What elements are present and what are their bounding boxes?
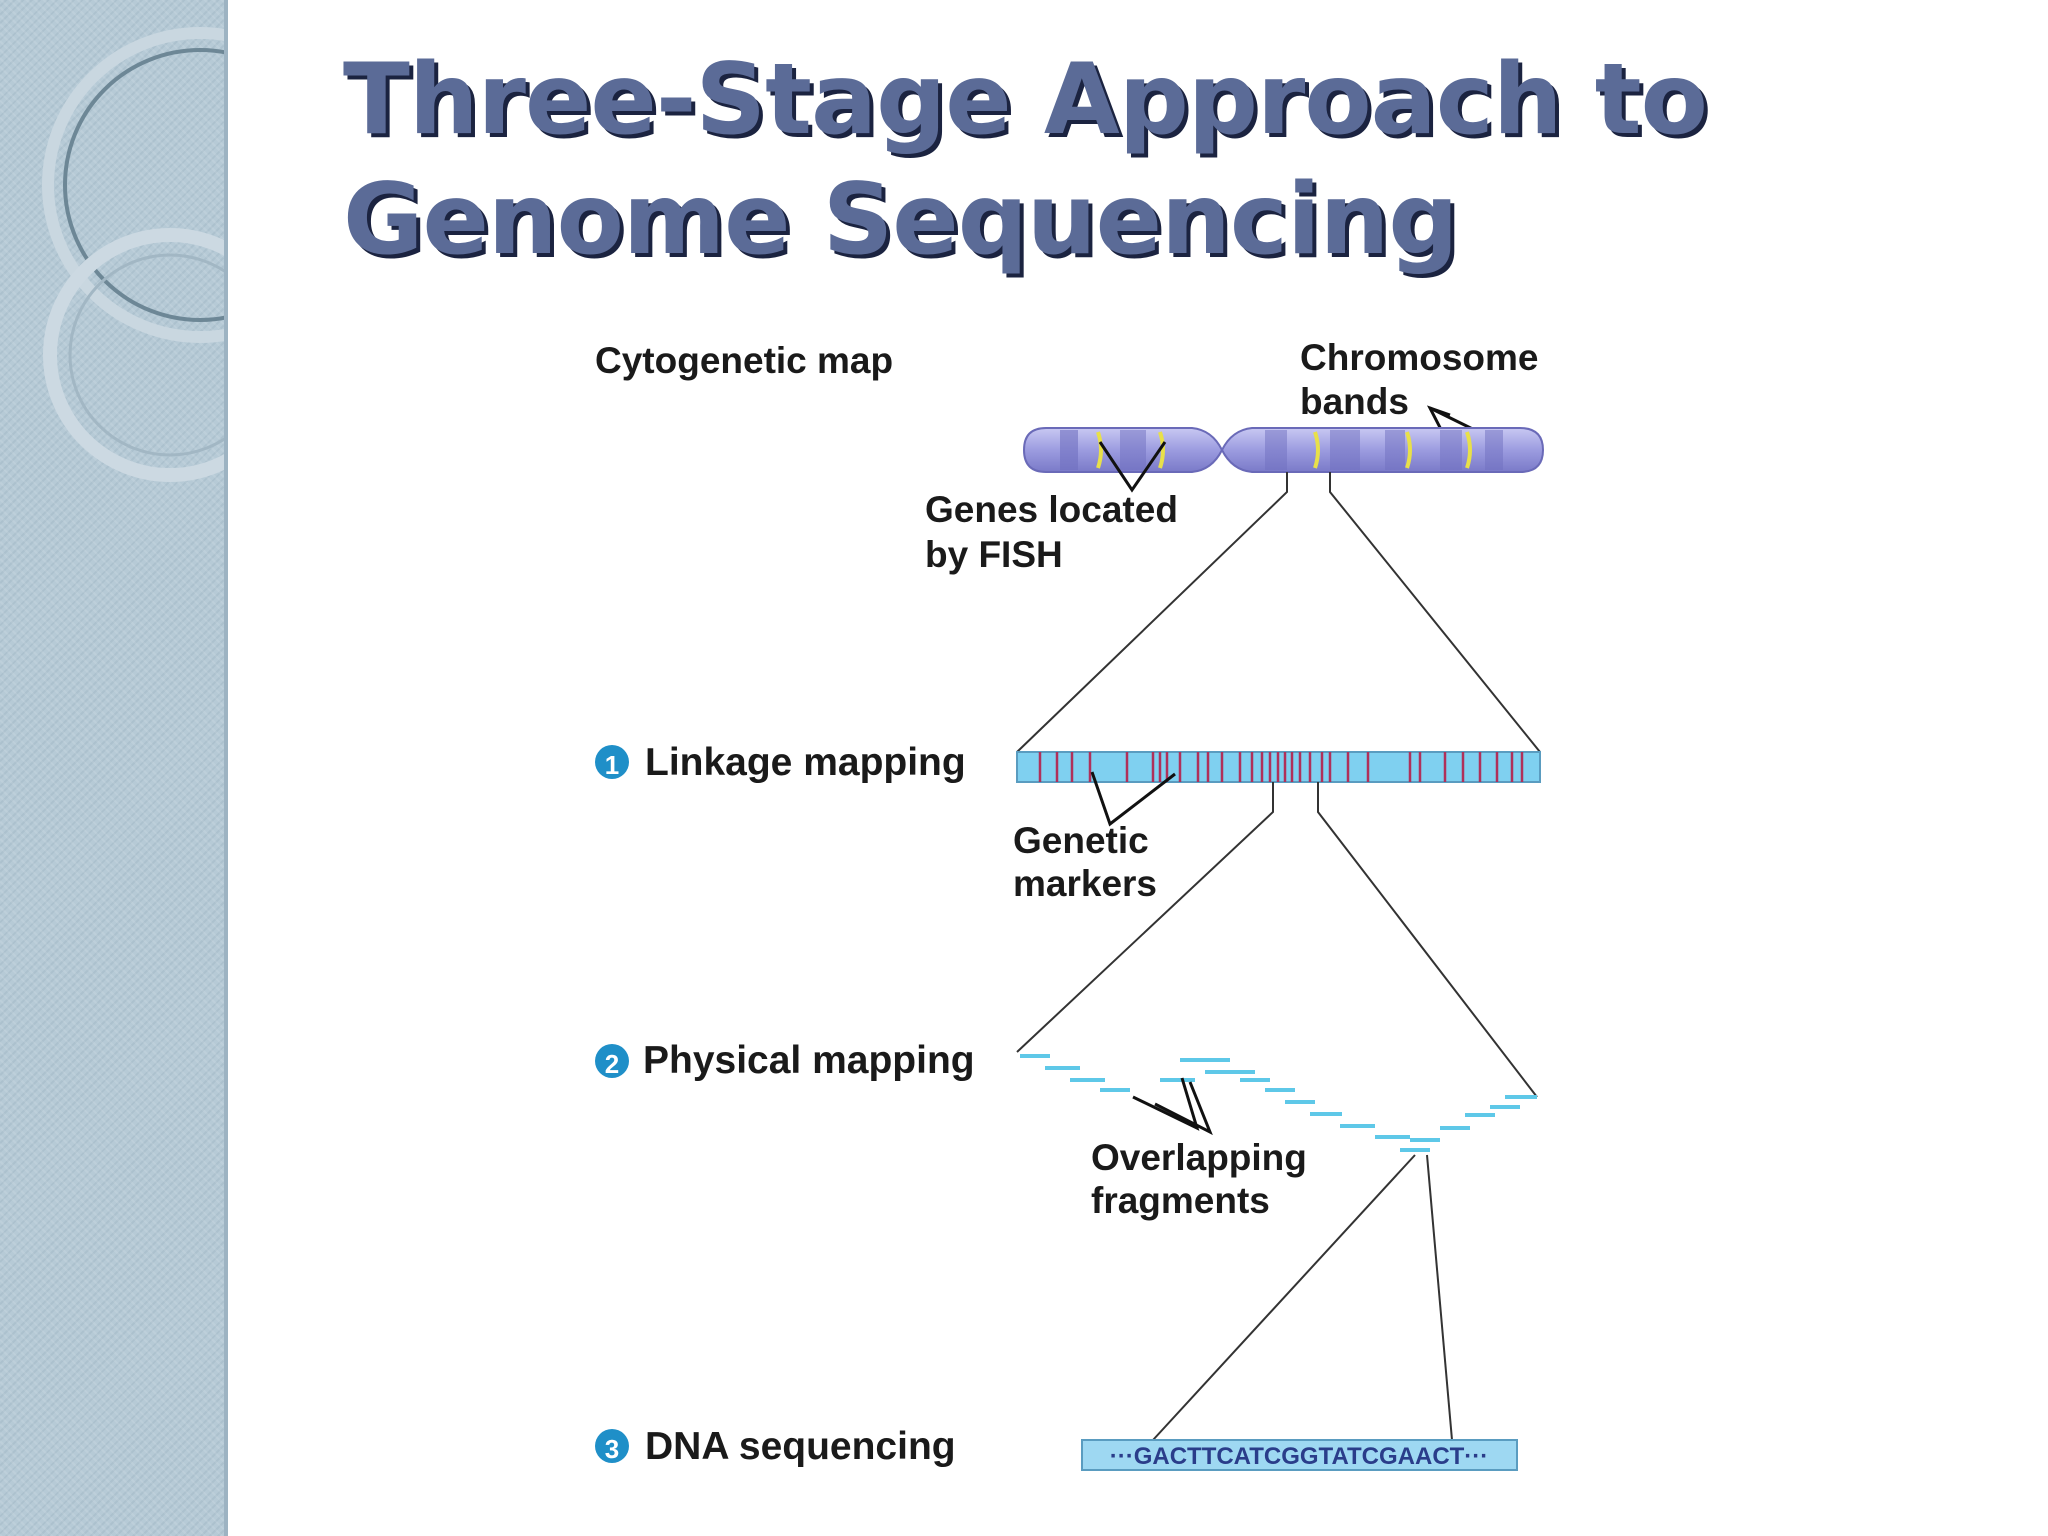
zoom-line	[1016, 782, 1274, 1053]
chromosome-bands-label-line2: bands	[1300, 381, 1409, 422]
zoom-line	[1317, 782, 1538, 1098]
overlapping-fragments-pointer	[1132, 1077, 1200, 1131]
linkage-mapping-label: Linkage mapping	[645, 741, 966, 784]
title-line-1: Three-Stage Approach to	[343, 43, 1708, 157]
genes-located-pointer	[1098, 441, 1167, 493]
fish-signal	[1465, 431, 1472, 469]
title-line-2: Genome Sequencing	[343, 163, 1458, 277]
overlapping-fragments-label-line1: Overlapping	[1091, 1137, 1307, 1178]
overlapping-fragments-pointer-2	[1154, 1081, 1213, 1136]
genetic-markers-pointer	[1090, 771, 1176, 827]
slide-title: Three-Stage Approach to Genome Sequencin…	[343, 40, 1943, 280]
step-3-badge	[595, 1429, 629, 1463]
dna-sequence-bar	[1081, 1439, 1518, 1471]
fish-signal	[1096, 431, 1103, 469]
sidebar-rings-decoration	[42, 27, 228, 482]
overlapping-fragment-lines	[1020, 1054, 1537, 1152]
fish-signal	[1313, 431, 1320, 469]
chromosome-bands-label-line1: Chromosome	[1300, 337, 1538, 378]
step-2-badge	[595, 1044, 629, 1078]
sidebar-edge	[224, 0, 228, 1536]
dna-sequencing-label: DNA sequencing	[645, 1425, 956, 1468]
physical-mapping-label: Physical mapping	[643, 1039, 975, 1082]
zoom-line	[1152, 1154, 1416, 1441]
genes-located-label-line1: Genes located	[925, 489, 1178, 530]
genetic-marker-ticks	[1038, 752, 1524, 782]
zoom-line	[1329, 472, 1541, 753]
genes-located-label-line2: by FISH	[925, 534, 1063, 575]
step-2-number: 2	[605, 1049, 619, 1079]
zoom-line	[1426, 1154, 1453, 1441]
fish-signal	[1405, 431, 1412, 469]
step-1-badge	[595, 745, 629, 779]
dna-sequence-text: ···GACTTCATCGGTATCGAACT···	[1110, 1443, 1489, 1470]
overlapping-fragments-label-line2: fragments	[1091, 1180, 1270, 1221]
genetic-markers-label-line2: markers	[1013, 863, 1157, 904]
fish-signal	[1158, 431, 1165, 469]
genetic-markers-label-line1: Genetic	[1013, 820, 1149, 861]
zoom-line	[1016, 472, 1288, 753]
cytogenetic-map-label: Cytogenetic map	[595, 340, 893, 381]
chromosome	[1022, 427, 1545, 473]
step-1-number: 1	[605, 750, 619, 780]
step-3-number: 3	[605, 1434, 619, 1464]
decorative-sidebar	[0, 0, 228, 1536]
